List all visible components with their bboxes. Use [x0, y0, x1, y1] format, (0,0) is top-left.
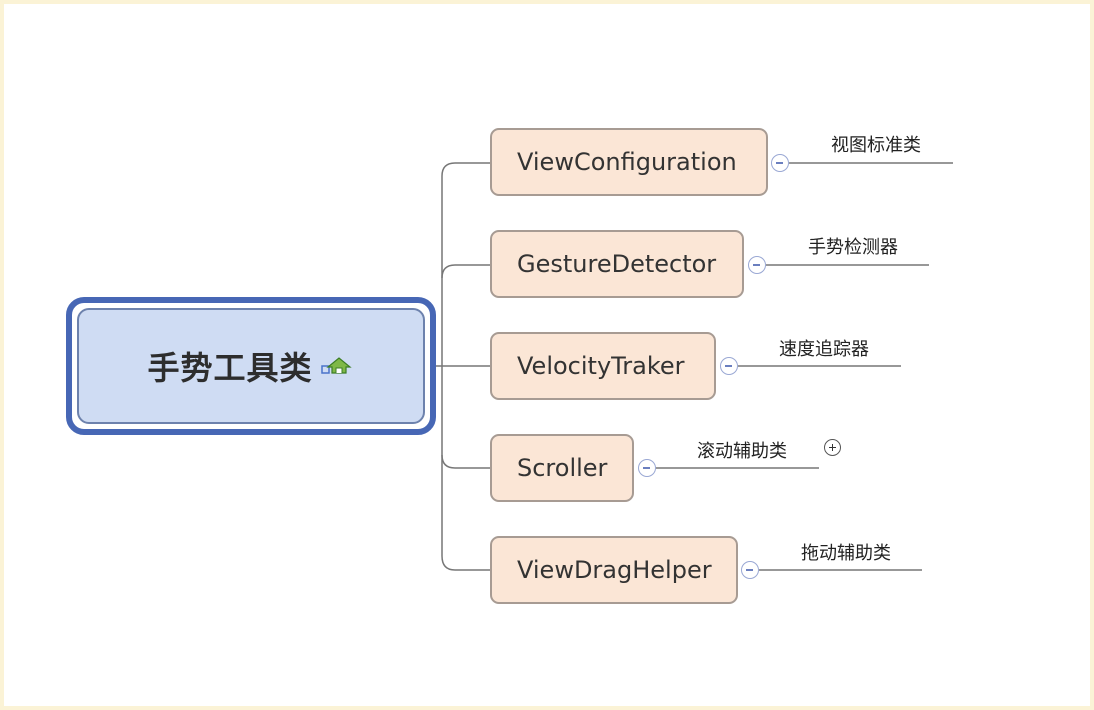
branch-node[interactable]: Scroller	[490, 434, 634, 502]
expand-toggle[interactable]	[824, 439, 841, 456]
branch-node-label: ViewConfiguration	[517, 148, 737, 176]
branch-node-label: Scroller	[517, 454, 608, 482]
collapse-toggle[interactable]	[720, 357, 738, 375]
collapse-toggle[interactable]	[748, 256, 766, 274]
branch-node[interactable]: VelocityTraker	[490, 332, 716, 400]
collapse-toggle[interactable]	[638, 459, 656, 477]
branch-node[interactable]: ViewConfiguration	[490, 128, 768, 196]
branch-node[interactable]: GestureDetector	[490, 230, 744, 298]
branch-node-label: GestureDetector	[517, 250, 717, 278]
collapse-toggle[interactable]	[741, 561, 759, 579]
collapse-toggle[interactable]	[771, 154, 789, 172]
central-topic[interactable]: 手势工具类	[66, 297, 436, 435]
branch-note: 视图标准类	[831, 135, 921, 156]
up-arrow-icon[interactable]	[320, 355, 355, 385]
central-topic-body: 手势工具类	[77, 308, 425, 424]
branch-node[interactable]: ViewDragHelper	[490, 536, 738, 604]
branch-note: 手势检测器	[808, 237, 898, 258]
branch-connector-1	[441, 162, 491, 177]
branch-connector-4	[441, 454, 491, 469]
branch-connector-5	[441, 555, 491, 571]
branch-node-label: ViewDragHelper	[517, 556, 712, 584]
branch-note: 拖动辅助类	[801, 543, 891, 564]
branch-connector-2	[441, 264, 491, 279]
central-topic-title: 手势工具类	[147, 349, 313, 387]
branch-node-label: VelocityTraker	[517, 352, 685, 380]
branch-note: 滚动辅助类	[697, 441, 787, 462]
branch-note: 速度追踪器	[779, 339, 869, 360]
